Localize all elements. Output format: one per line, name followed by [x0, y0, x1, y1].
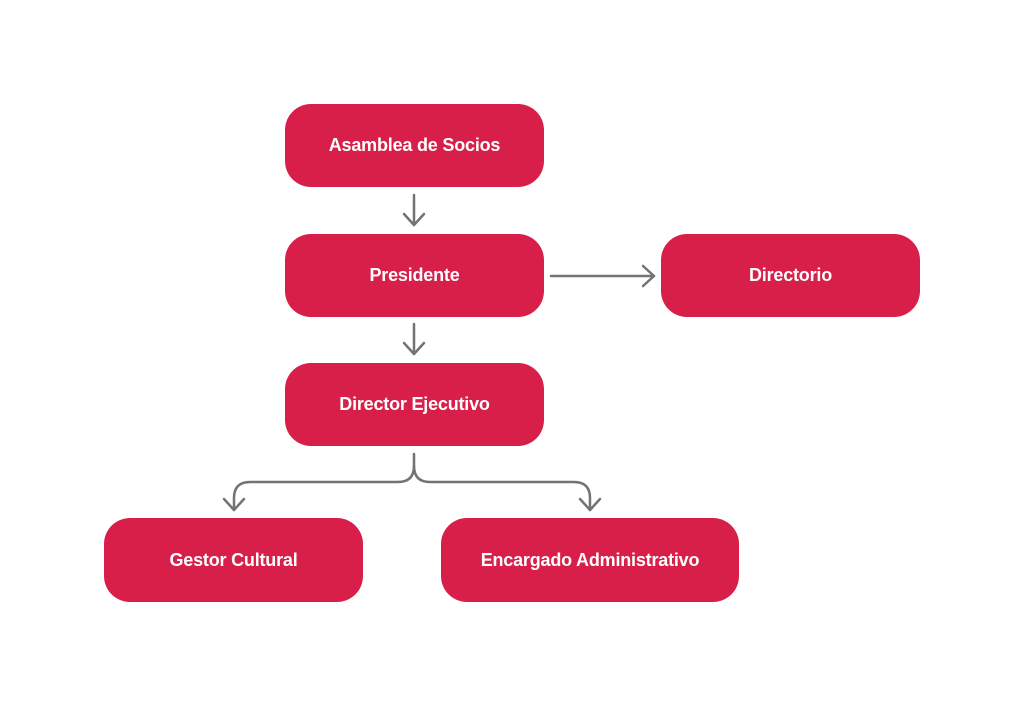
arrow-director-to-gestor-head: [222, 497, 246, 512]
arrow-presidente-to-directorio: [549, 264, 656, 288]
arrow-asamblea-to-presidente: [402, 193, 426, 227]
node-gestor-cultural: Gestor Cultural: [104, 518, 363, 602]
arrow-presidente-to-director-head: [402, 341, 426, 356]
node-director-ejecutivo-label: Director Ejecutivo: [339, 394, 490, 414]
node-presidente: Presidente: [285, 234, 544, 317]
node-directorio: Directorio: [661, 234, 920, 317]
arrow-director-to-encargado-line: [412, 464, 592, 512]
node-directorio-label: Directorio: [748, 265, 833, 285]
arrow-director-to-encargado: [412, 464, 602, 512]
node-asamblea-de-socios-label: Asamblea de Socios: [328, 135, 501, 155]
node-director-ejecutivo: Director Ejecutivo: [285, 363, 544, 446]
arrow-presidente-to-director: [402, 322, 426, 356]
node-encargado-administrativo-label: Encargado Administrativo: [480, 549, 700, 570]
arrow-director-to-gestor: [222, 452, 416, 512]
node-gestor-cultural-label: Gestor Cultural: [169, 549, 298, 570]
node-asamblea-de-socios: Asamblea de Socios: [285, 104, 544, 187]
arrow-asamblea-to-presidente-head: [402, 212, 426, 227]
node-encargado-administrativo: Encargado Administrativo: [441, 518, 739, 602]
node-presidente-label: Presidente: [369, 265, 460, 285]
arrow-director-to-gestor-line: [232, 452, 416, 512]
arrow-presidente-to-directorio-head: [641, 264, 656, 288]
arrow-director-to-encargado-head: [578, 497, 602, 512]
